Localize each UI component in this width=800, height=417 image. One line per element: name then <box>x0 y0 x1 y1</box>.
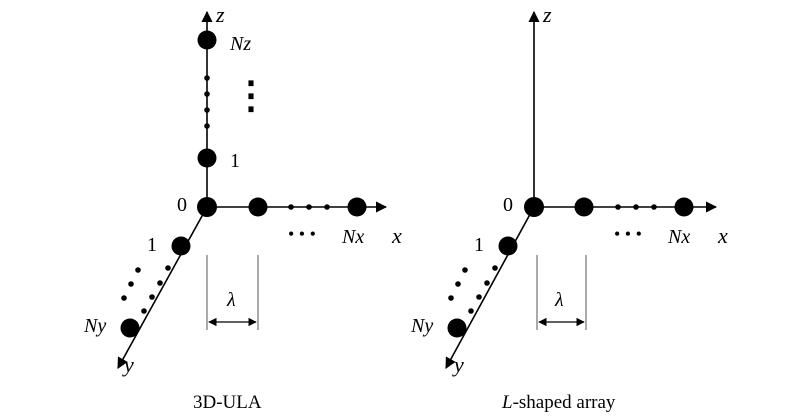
caption-l-shaped: L-shaped array <box>501 392 616 413</box>
x-axis-label: x <box>717 223 728 248</box>
y-element-1 <box>498 236 518 256</box>
x-continuation-dots: • • • <box>288 224 316 244</box>
x-element-nx <box>674 197 694 217</box>
y-axis-dots <box>141 265 171 314</box>
x-element-1 <box>574 197 594 217</box>
y-axis-line <box>117 206 208 369</box>
y-axis-dots <box>468 265 498 314</box>
z-continuation-dots: ⋮ <box>232 75 270 117</box>
diagram-3d-ula: z x y ⋮ • • • 0 1 Nz Nx <box>83 2 402 413</box>
x-element-1 <box>248 197 268 217</box>
origin-element <box>524 197 544 217</box>
y-continuation-dots <box>121 267 141 301</box>
z-last-label: Nz <box>229 33 251 55</box>
y-first-label: 1 <box>474 234 484 256</box>
z-axis-dots <box>204 75 210 129</box>
diagram-l-shaped: z x y • • • 0 Nx 1 Ny λ <box>410 2 728 413</box>
spacing-indicator <box>206 255 259 330</box>
z-axis-label: z <box>215 2 225 27</box>
y-first-label: 1 <box>147 234 157 256</box>
x-element-nx <box>347 197 367 217</box>
caption-rest-part: -shaped array <box>513 392 616 413</box>
caption-3d-ula: 3D-ULA <box>193 392 262 413</box>
y-last-label: Ny <box>83 315 106 337</box>
z-axis-label: z <box>542 2 552 27</box>
z-element-nz <box>197 30 217 50</box>
x-last-label: Nx <box>667 226 690 248</box>
y-element-1 <box>171 236 191 256</box>
origin-element <box>197 197 217 217</box>
y-axis-line <box>445 206 535 369</box>
x-axis-dots <box>288 204 330 210</box>
x-axis-label: x <box>391 223 402 248</box>
caption-l-part: L <box>501 392 513 413</box>
origin-label: 0 <box>503 194 513 216</box>
spacing-label: λ <box>554 289 564 311</box>
y-axis-label: y <box>452 352 464 377</box>
y-last-label: Ny <box>410 315 433 337</box>
spacing-label: λ <box>226 289 236 311</box>
y-axis-label: y <box>122 352 134 377</box>
x-continuation-dots: • • • <box>614 224 642 244</box>
z-element-1 <box>197 148 217 168</box>
origin-label: 0 <box>177 194 187 216</box>
spacing-indicator <box>536 255 587 330</box>
x-axis-dots <box>615 204 657 210</box>
y-continuation-dots <box>448 267 468 301</box>
y-element-ny <box>120 318 140 338</box>
z-first-label: 1 <box>230 150 240 172</box>
x-last-label: Nx <box>341 226 364 248</box>
y-element-ny <box>447 318 467 338</box>
